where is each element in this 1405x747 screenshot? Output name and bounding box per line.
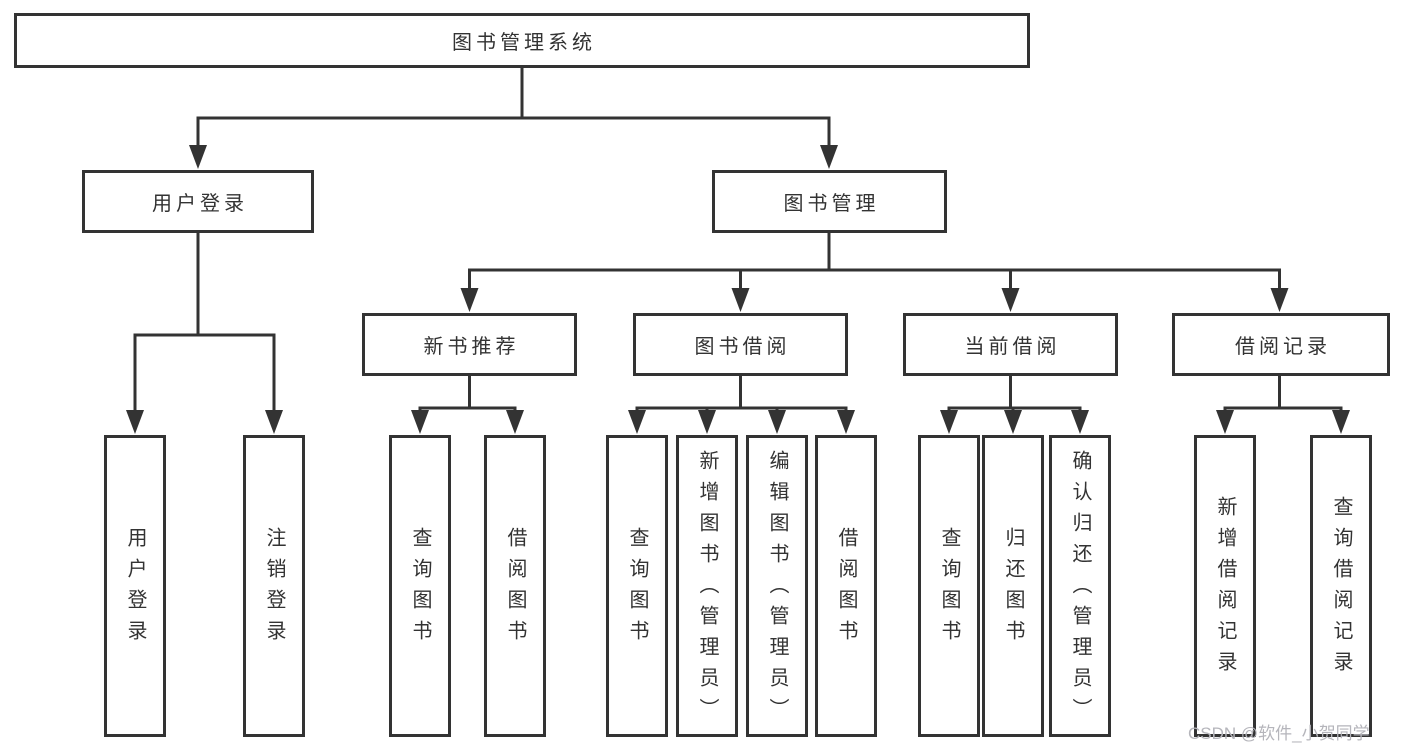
leaf-label: 借阅图书 bbox=[504, 527, 526, 651]
leaf-label: 查询图书 bbox=[938, 527, 960, 651]
leaf-borrow-books: 借阅图书 bbox=[815, 435, 877, 737]
node-label: 新书推荐 bbox=[423, 336, 520, 358]
leaf-query-books-current: 查询图书 bbox=[918, 435, 980, 737]
arrowhead-down-icon bbox=[1001, 288, 1020, 312]
leaf-label: 新增借阅记录 bbox=[1214, 496, 1236, 682]
leaf-add-books-admin: 新增图书（管理员） bbox=[676, 435, 738, 737]
node-library-management-system: 图书管理系统 bbox=[14, 13, 1030, 68]
arrowhead-down-icon bbox=[189, 145, 207, 169]
leaf-label: 注销登录 bbox=[263, 527, 285, 651]
node-label: 借阅记录 bbox=[1235, 336, 1331, 358]
arrowhead-down-icon bbox=[1071, 410, 1089, 434]
leaf-label: 确认归还（管理员） bbox=[1069, 449, 1091, 729]
node-new-book-recommendation: 新书推荐 bbox=[362, 313, 577, 376]
node-label: 当前借阅 bbox=[964, 336, 1061, 358]
leaf-query-books-recommend: 查询图书 bbox=[389, 435, 451, 737]
node-label: 用户登录 bbox=[152, 193, 248, 215]
leaf-label: 新增图书（管理员） bbox=[696, 449, 718, 729]
arrowhead-down-icon bbox=[126, 410, 144, 434]
node-label: 图书管理 bbox=[783, 193, 880, 215]
leaf-label: 用户登录 bbox=[124, 527, 146, 651]
arrowhead-down-icon bbox=[1004, 410, 1022, 434]
node-borrow-records: 借阅记录 bbox=[1172, 313, 1390, 376]
arrowhead-down-icon bbox=[940, 410, 958, 434]
node-label: 图书借阅 bbox=[694, 336, 791, 358]
leaf-confirm-return-admin: 确认归还（管理员） bbox=[1049, 435, 1111, 737]
csdn-watermark: CSDN @软件_小贺同学 bbox=[1188, 724, 1370, 743]
arrowhead-down-icon bbox=[837, 410, 855, 434]
arrowhead-down-icon bbox=[506, 410, 524, 434]
leaf-label: 查询图书 bbox=[409, 527, 431, 651]
node-label: 图书管理系统 bbox=[452, 32, 596, 54]
arrowhead-down-icon bbox=[1332, 410, 1350, 434]
leaf-label: 查询借阅记录 bbox=[1330, 496, 1352, 682]
node-user-login: 用户登录 bbox=[82, 170, 314, 233]
arrowhead-down-icon bbox=[265, 410, 283, 434]
node-book-borrowing: 图书借阅 bbox=[633, 313, 848, 376]
leaf-borrow-books-recommend: 借阅图书 bbox=[484, 435, 546, 737]
leaf-return-books: 归还图书 bbox=[982, 435, 1044, 737]
leaf-query-borrow-record: 查询借阅记录 bbox=[1310, 435, 1372, 737]
leaf-logout: 注销登录 bbox=[243, 435, 305, 737]
leaf-user-login: 用户登录 bbox=[104, 435, 166, 737]
arrowhead-down-icon bbox=[411, 410, 429, 434]
leaf-label: 查询图书 bbox=[626, 527, 648, 651]
leaf-label: 编辑图书（管理员） bbox=[766, 449, 788, 729]
node-book-management: 图书管理 bbox=[712, 170, 947, 233]
arrowhead-down-icon bbox=[1270, 288, 1289, 312]
arrowhead-down-icon bbox=[628, 410, 646, 434]
arrowhead-down-icon bbox=[731, 288, 750, 312]
arrowhead-down-icon bbox=[698, 410, 716, 434]
arrowhead-down-icon bbox=[1216, 410, 1234, 434]
leaf-edit-books-admin: 编辑图书（管理员） bbox=[746, 435, 808, 737]
leaf-label: 归还图书 bbox=[1002, 527, 1024, 651]
node-current-borrowing: 当前借阅 bbox=[903, 313, 1118, 376]
leaf-add-borrow-record: 新增借阅记录 bbox=[1194, 435, 1256, 737]
arrowhead-down-icon bbox=[768, 410, 786, 434]
leaf-label: 借阅图书 bbox=[835, 527, 857, 651]
arrowhead-down-icon bbox=[460, 288, 479, 312]
leaf-query-books-borrowing: 查询图书 bbox=[606, 435, 668, 737]
arrowhead-down-icon bbox=[820, 145, 838, 169]
